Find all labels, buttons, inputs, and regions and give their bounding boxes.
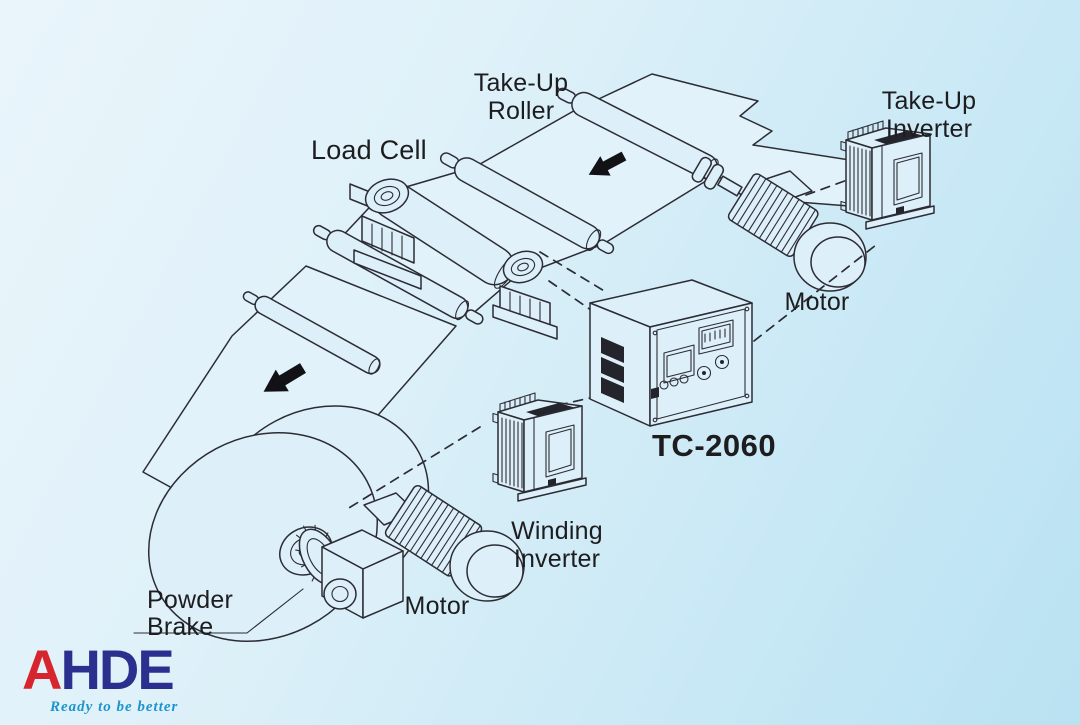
winding-inverter-drawing [492, 392, 587, 502]
brand-logo: AHDE Ready to be better [22, 642, 192, 716]
take-up-roller-2 [439, 152, 615, 255]
label-load-cell: Load Cell [311, 135, 427, 165]
take-up-roller-1 [556, 87, 719, 181]
label-winding-inverter-line1: Winding [511, 517, 603, 545]
label-take-up-inverter-line1: Take-Up [881, 87, 977, 115]
web-direction-arrow-top [588, 151, 627, 176]
powder-brake-leader-line [133, 588, 304, 634]
label-take-up-motor: Motor [784, 288, 850, 316]
web-direction-arrow-left [263, 363, 306, 392]
label-take-up-inverter: Take-Up Inverter [829, 87, 1029, 143]
brand-tagline: Ready to be better [50, 699, 179, 715]
label-winding-inverter: Winding Inverter [457, 517, 657, 573]
label-take-up-inverter-line2: Inverter [885, 115, 973, 143]
take-up-inverter-drawing [840, 120, 935, 230]
guide-roller-lower [242, 291, 381, 375]
take-up-motor-drawing [691, 156, 867, 292]
load-cell-mount-right [492, 250, 558, 340]
label-powder-brake-line1: Powder [147, 586, 233, 614]
label-take-up-roller-line1: Take-Up [473, 69, 569, 97]
controller-unit-drawing [589, 279, 753, 427]
brand-letter-a: A [22, 638, 62, 701]
label-winding-motor: Motor [404, 592, 470, 620]
load-cell-mount-left [349, 178, 422, 290]
brand-letters-hde: HDE [60, 638, 174, 701]
label-take-up-roller-line2: Roller [487, 97, 555, 125]
label-controller-model: TC-2060 [652, 428, 777, 463]
label-powder-brake-line2: Brake [147, 613, 214, 641]
label-winding-inverter-line2: Inverter [513, 545, 601, 573]
brand-wordmark: AHDE [22, 642, 192, 698]
label-powder-brake: Powder Brake [147, 587, 233, 641]
winding-motor-drawing [363, 485, 525, 602]
label-take-up-roller: Take-Up Roller [421, 69, 621, 125]
gearbox-drawing [321, 529, 404, 619]
